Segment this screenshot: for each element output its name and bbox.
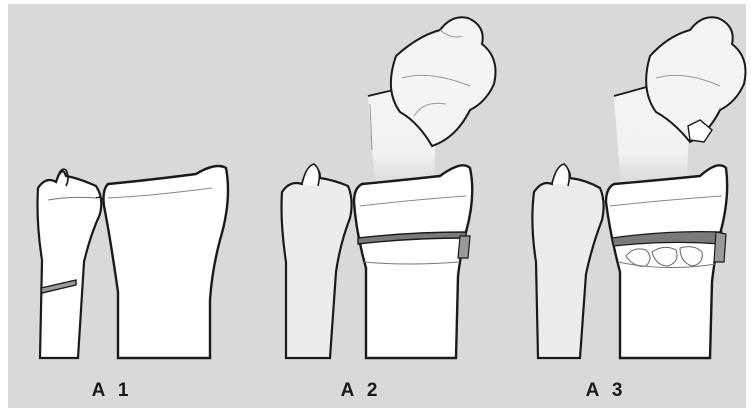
carpal-bones-a2 bbox=[368, 17, 496, 190]
radius-bone-a1 bbox=[96, 166, 228, 358]
panel-a1 bbox=[38, 166, 229, 358]
panel-a3 bbox=[532, 17, 745, 358]
radius-bone-a2 bbox=[354, 165, 472, 358]
carpal-bones-a3 bbox=[614, 17, 746, 190]
ulna-bone-a1 bbox=[38, 169, 102, 358]
panel-label-a2: A 2 bbox=[321, 380, 401, 402]
fracture-wedge-a2 bbox=[458, 236, 470, 258]
panel-label-a1: A 1 bbox=[72, 380, 152, 402]
ulna-bone-a2 bbox=[282, 164, 352, 358]
ulna-bone-a3 bbox=[532, 164, 603, 358]
panel-a2 bbox=[282, 17, 496, 358]
panel-label-a3: A 3 bbox=[566, 380, 646, 402]
